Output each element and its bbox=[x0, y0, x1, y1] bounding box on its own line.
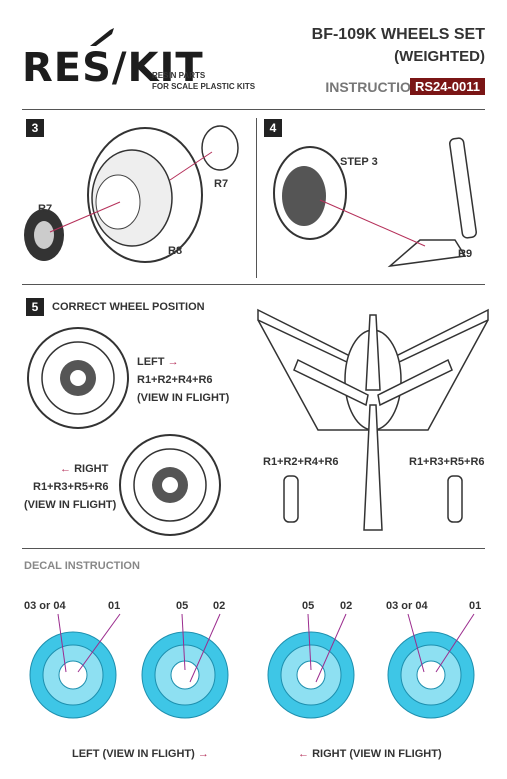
right-wheel-parts: R1+R3+R5+R6 bbox=[33, 481, 109, 493]
arrow-left-icon: ← bbox=[298, 748, 309, 760]
arrow-left-icon: ← bbox=[60, 463, 71, 475]
decal-instruction-heading: DECAL INSTRUCTION bbox=[24, 560, 140, 572]
step-divider-vertical bbox=[256, 118, 257, 278]
aircraft-right-parts: R1+R3+R5+R6 bbox=[409, 456, 485, 468]
step-4-illustration bbox=[273, 137, 477, 268]
right-wheel-view: (VIEW IN FLIGHT) bbox=[24, 499, 117, 511]
decal-3-label-a: 05 bbox=[302, 600, 315, 612]
decal-wheel-2 bbox=[141, 613, 229, 719]
decal-4-label-a: 03 or 04 bbox=[386, 600, 428, 612]
aircraft-left-parts: R1+R2+R4+R6 bbox=[263, 456, 339, 468]
step-5-badge: 5 bbox=[26, 298, 44, 316]
product-code-badge: RS24-0011 bbox=[409, 78, 485, 95]
decal-2-label-b: 02 bbox=[213, 600, 226, 612]
decal-1-label-b: 01 bbox=[108, 600, 121, 612]
decal-3-label-b: 02 bbox=[340, 600, 353, 612]
aircraft-front-view bbox=[257, 308, 489, 531]
step-3-reference-label: STEP 3 bbox=[340, 156, 378, 168]
instruction-label: INSTRUCTION bbox=[325, 79, 421, 95]
step-3-illustration bbox=[24, 125, 239, 263]
part-r7-label-a: R7 bbox=[38, 203, 53, 215]
decal-wheel-3 bbox=[267, 613, 355, 719]
step-3-badge: 3 bbox=[26, 119, 44, 137]
left-wheel-label: LEFT → bbox=[137, 356, 179, 368]
left-wheel-view: (VIEW IN FLIGHT) bbox=[137, 392, 230, 404]
decal-4-label-b: 01 bbox=[469, 600, 482, 612]
page-subtitle: (WEIGHTED) bbox=[394, 48, 485, 65]
divider-mid bbox=[22, 284, 485, 285]
brand-logo: RES/KIT bbox=[22, 45, 204, 91]
decal-1-label-a: 03 or 04 bbox=[24, 600, 66, 612]
divider-top bbox=[22, 109, 485, 110]
wheel-left-diagram bbox=[27, 327, 129, 429]
right-wheel-label: ← RIGHT bbox=[60, 463, 109, 475]
decal-left-caption: LEFT (VIEW IN FLIGHT) → bbox=[72, 748, 209, 760]
wheel-right-diagram bbox=[119, 434, 221, 536]
decal-wheel-4 bbox=[387, 613, 475, 719]
decal-wheel-1 bbox=[29, 613, 121, 719]
decal-right-caption: ← RIGHT (VIEW IN FLIGHT) bbox=[298, 748, 442, 760]
part-r8-label: R8 bbox=[168, 245, 183, 257]
left-wheel-parts: R1+R2+R4+R6 bbox=[137, 374, 213, 386]
arrow-right-icon: → bbox=[167, 356, 179, 368]
page-title: BF-109K WHEELS SET bbox=[311, 26, 485, 43]
decal-2-label-a: 05 bbox=[176, 600, 189, 612]
part-r7-label-b: R7 bbox=[214, 178, 229, 190]
step-4-badge: 4 bbox=[264, 119, 282, 137]
divider-bottom bbox=[22, 548, 485, 549]
part-r9-label: R9 bbox=[458, 248, 473, 260]
jet-logo-icon bbox=[90, 28, 114, 46]
step-5-title: CORRECT WHEEL POSITION bbox=[52, 301, 205, 313]
arrow-right-icon: → bbox=[197, 748, 209, 760]
